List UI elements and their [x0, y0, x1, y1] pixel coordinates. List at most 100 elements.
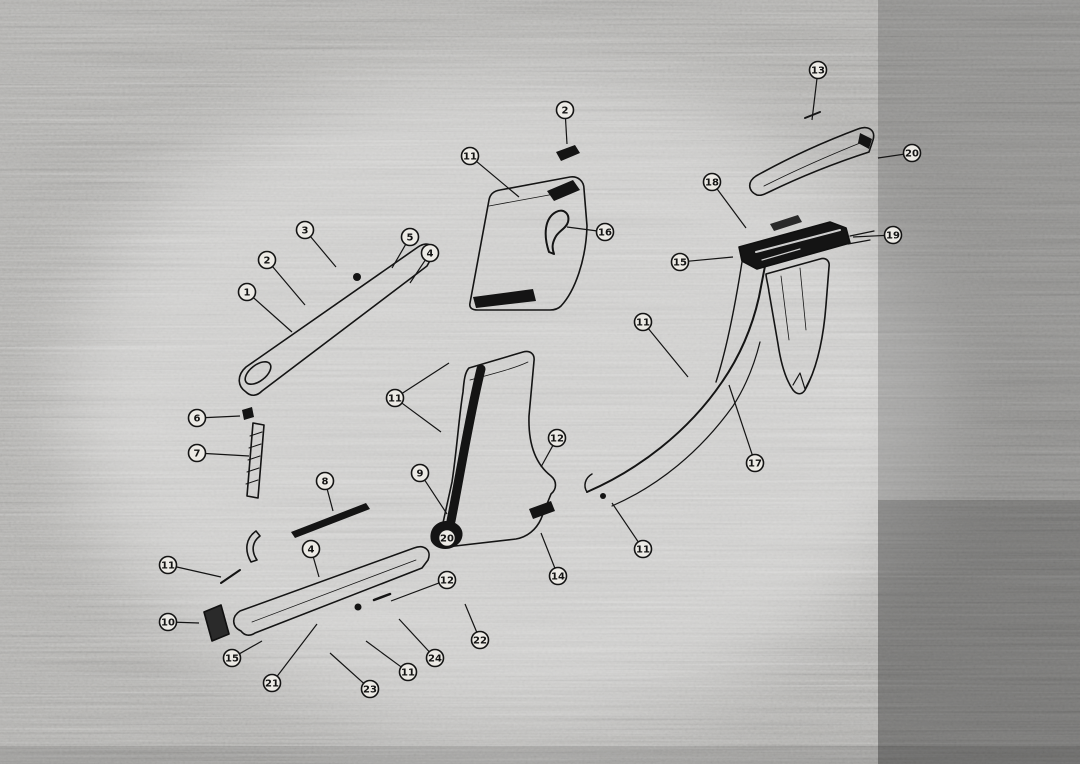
- leader-line-2: [564, 118, 568, 145]
- part-receiver-notch-1: [755, 229, 841, 253]
- callout-number-20: 20: [440, 534, 454, 545]
- callout-circle-16: [595, 222, 615, 242]
- callout-circle-5: [400, 227, 420, 247]
- part-receiver-rods: [847, 230, 875, 245]
- part-lower-panel-line: [469, 361, 529, 381]
- callout-circle-11: [385, 388, 405, 408]
- part-sweep-tail: [584, 473, 593, 493]
- callout-number-24: 24: [428, 654, 442, 665]
- callout-circle-4: [420, 243, 440, 263]
- callout-number-1: 1: [244, 288, 251, 299]
- part-top-cover-line: [763, 140, 866, 187]
- callout-circle-22: [470, 630, 490, 650]
- part-curved-band: [446, 364, 486, 526]
- leader-line-9: [424, 479, 448, 515]
- callout-number-18: 18: [705, 178, 719, 189]
- leader-line-22: [464, 603, 478, 633]
- leader-line-15: [239, 640, 263, 655]
- callout-circle-4: [301, 539, 321, 559]
- part-sweep-outer: [586, 265, 766, 493]
- part-receiver-drop: [715, 261, 743, 383]
- callout-number-11: 11: [401, 668, 415, 679]
- callout-number-11: 11: [388, 394, 402, 405]
- leader-line-1: [252, 297, 293, 333]
- part-sweep-inner: [611, 341, 761, 507]
- part-floating-block: [556, 145, 580, 161]
- callout-circle-20: [437, 528, 457, 548]
- callout-circle-19: [883, 225, 903, 245]
- leader-line-11: [647, 328, 689, 378]
- callout-number-10: 10: [161, 618, 175, 629]
- paper-highlight-area: [60, 70, 940, 730]
- leader-line-6: [205, 415, 241, 419]
- part-hook-grip: [544, 209, 570, 255]
- part-sweep-pin: [600, 493, 606, 499]
- part-right-panel: [765, 257, 830, 395]
- part-small-bracket: [220, 569, 241, 584]
- part-thin-rod: [291, 503, 370, 538]
- part-receiver-top-piece: [770, 215, 802, 231]
- leader-line-23: [329, 652, 365, 684]
- part-top-cover: [748, 126, 875, 197]
- leader-line-12: [390, 582, 440, 602]
- leader-line-13: [811, 78, 818, 121]
- callout-number-9: 9: [417, 469, 424, 480]
- leader-line-3: [309, 236, 337, 268]
- callout-number-11: 11: [161, 561, 175, 572]
- right-dark-band: [878, 0, 1080, 764]
- leader-line-11: [401, 362, 450, 394]
- callout-circle-7: [187, 443, 207, 463]
- callout-circle-21: [262, 673, 282, 693]
- callout-number-15: 15: [225, 654, 239, 665]
- leader-line-16: [566, 226, 597, 232]
- leader-lines: [176, 78, 904, 684]
- callout-circle-11: [633, 312, 653, 332]
- leader-line-15: [688, 256, 734, 262]
- callout-circle-11: [460, 146, 480, 166]
- callout-number-16: 16: [598, 228, 612, 239]
- leader-line-20: [877, 153, 904, 159]
- part-spring-coils: [245, 431, 263, 485]
- part-upper-panel-cap: [547, 180, 580, 201]
- callout-number-2: 2: [264, 256, 271, 267]
- callout-circle-17: [745, 453, 765, 473]
- leader-line-4: [409, 259, 426, 284]
- callout-number-11: 11: [636, 545, 650, 556]
- part-lower-lever-edge: [251, 559, 417, 623]
- callout-number-6: 6: [194, 414, 201, 425]
- bottom-right-dark-corner: [878, 500, 1080, 764]
- part-small-hook: [246, 530, 261, 563]
- leader-line-17: [728, 384, 753, 456]
- part-upper-panel-band: [473, 289, 536, 308]
- callout-number-13: 13: [811, 66, 825, 77]
- part-right-panel-lines: [780, 267, 807, 341]
- callout-number-12: 12: [440, 576, 454, 587]
- callout-circle-15: [670, 252, 690, 272]
- leader-line-14: [540, 532, 556, 569]
- callout-circle-12: [547, 428, 567, 448]
- callout-circle-23: [360, 679, 380, 699]
- leader-line-18: [716, 188, 747, 229]
- callout-circle-11: [158, 555, 178, 575]
- bottom-dark-strip: [0, 746, 1080, 764]
- callout-circle-18: [702, 172, 722, 192]
- callout-number-19: 19: [886, 231, 900, 242]
- callout-number-22: 22: [473, 636, 487, 647]
- leader-line-11: [176, 566, 222, 578]
- part-clip-small: [372, 592, 392, 602]
- callout-circle-13: [808, 60, 828, 80]
- callout-number-11: 11: [463, 152, 477, 163]
- callout-number-23: 23: [363, 685, 377, 696]
- leader-line-11: [365, 640, 402, 668]
- callout-circle-24: [425, 648, 445, 668]
- callout-number-12: 12: [550, 434, 564, 445]
- part-lower-lever: [232, 545, 430, 636]
- leader-line-12: [540, 445, 554, 468]
- part-top-cover-tip: [858, 133, 872, 149]
- callout-circle-20: [902, 143, 922, 163]
- leader-line-21: [276, 623, 318, 677]
- leader-line-24: [398, 618, 430, 653]
